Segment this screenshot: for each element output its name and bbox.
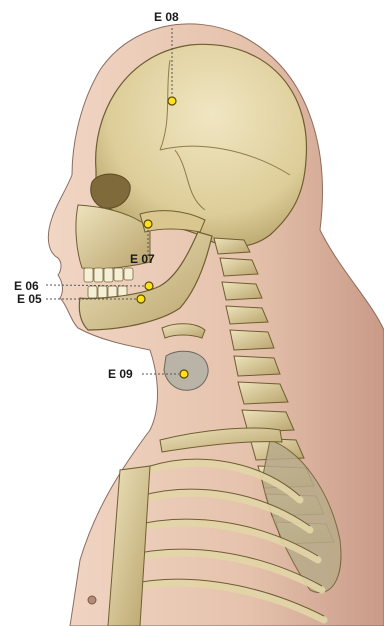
point-label-e09: E 09 [108,367,133,381]
point-label-e06: E 06 [14,279,39,293]
point-marker-e06 [145,282,153,290]
point-marker-e07 [144,220,152,228]
point-label-e07: E 07 [130,252,155,266]
point-marker-e09 [180,370,188,378]
point-label-e05: E 05 [17,292,42,306]
point-marker-e08 [168,97,176,105]
point-label-e08: E 08 [154,10,179,24]
nipple [88,596,96,604]
point-marker-e05 [137,295,145,303]
